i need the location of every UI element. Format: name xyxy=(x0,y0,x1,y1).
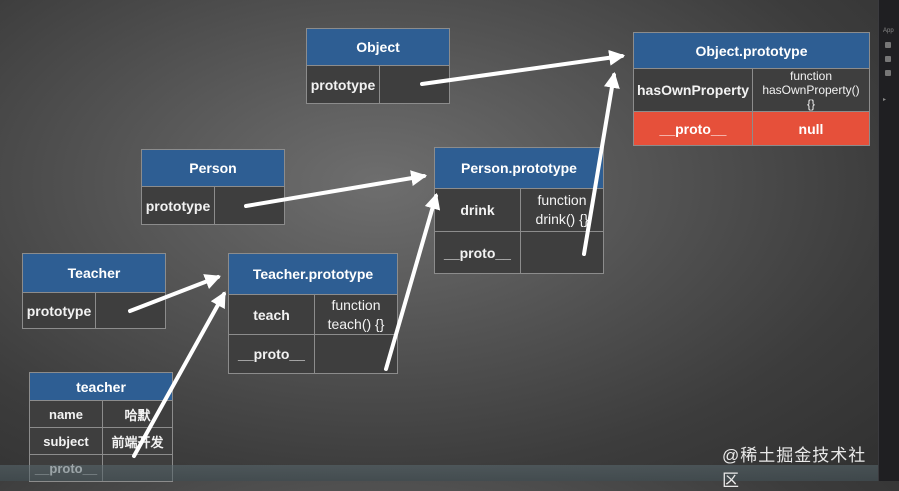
person-prototype-box: Person.prototype drink function drink() … xyxy=(434,147,604,274)
name-value: 哈默 xyxy=(102,400,173,428)
person-title: Person xyxy=(141,149,285,187)
name-label: name xyxy=(29,400,103,428)
object-prototype-value xyxy=(379,65,450,104)
teacher-prototype-label: prototype xyxy=(22,292,96,329)
teacher-prototype-proto-value xyxy=(314,334,398,374)
teacher-prototype-value xyxy=(95,292,166,329)
teacher-prototype-title: Teacher.prototype xyxy=(228,253,398,295)
subject-label: subject xyxy=(29,427,103,455)
subject-value: 前端开发 xyxy=(102,427,173,455)
drink-value: function drink() {} xyxy=(520,188,604,232)
panel-folder-icon xyxy=(885,70,891,76)
person-prototype-value xyxy=(214,186,285,225)
diagram-canvas: Object prototype Object.prototype hasOwn… xyxy=(0,28,878,490)
object-prototype-title: Object.prototype xyxy=(633,32,870,69)
person-prototype-proto-value xyxy=(520,231,604,274)
bottom-band xyxy=(0,465,878,481)
panel-caret-icon: ▸ xyxy=(883,97,887,103)
teacher-prototype-box: Teacher.prototype teach function teach()… xyxy=(228,253,398,374)
person-box: Person prototype xyxy=(141,149,285,225)
has-own-property-value: function hasOwnProperty() {} xyxy=(752,68,870,112)
panel-label-icon: App xyxy=(883,28,894,34)
panel-folder-icon xyxy=(885,56,891,62)
drink-label: drink xyxy=(434,188,521,232)
object-prototype-box: Object.prototype hasOwnProperty function… xyxy=(633,32,870,146)
has-own-property-label: hasOwnProperty xyxy=(633,68,753,112)
person-prototype-label: prototype xyxy=(141,186,215,225)
object-prototype-proto-label: __proto__ xyxy=(633,111,753,146)
object-box: Object prototype xyxy=(306,28,450,104)
person-prototype-title: Person.prototype xyxy=(434,147,604,189)
watermark-text: @稀土掘金技术社区 xyxy=(722,446,867,490)
teacher-constructor-title: Teacher xyxy=(22,253,166,293)
arrow-object-to-object-prototype xyxy=(420,49,626,86)
teacher-instance-title: teacher xyxy=(29,372,173,401)
panel-folder-icon xyxy=(885,42,891,48)
person-prototype-proto-label: __proto__ xyxy=(434,231,521,274)
object-prototype-proto-value: null xyxy=(752,111,870,146)
right-side-panel: App ▸ xyxy=(878,0,899,481)
object-title: Object xyxy=(306,28,450,66)
teacher-prototype-proto-label: __proto__ xyxy=(228,334,315,374)
teach-label: teach xyxy=(228,294,315,335)
object-prototype-label: prototype xyxy=(306,65,380,104)
teach-value: function teach() {} xyxy=(314,294,398,335)
teacher-constructor-box: Teacher prototype xyxy=(22,253,166,329)
